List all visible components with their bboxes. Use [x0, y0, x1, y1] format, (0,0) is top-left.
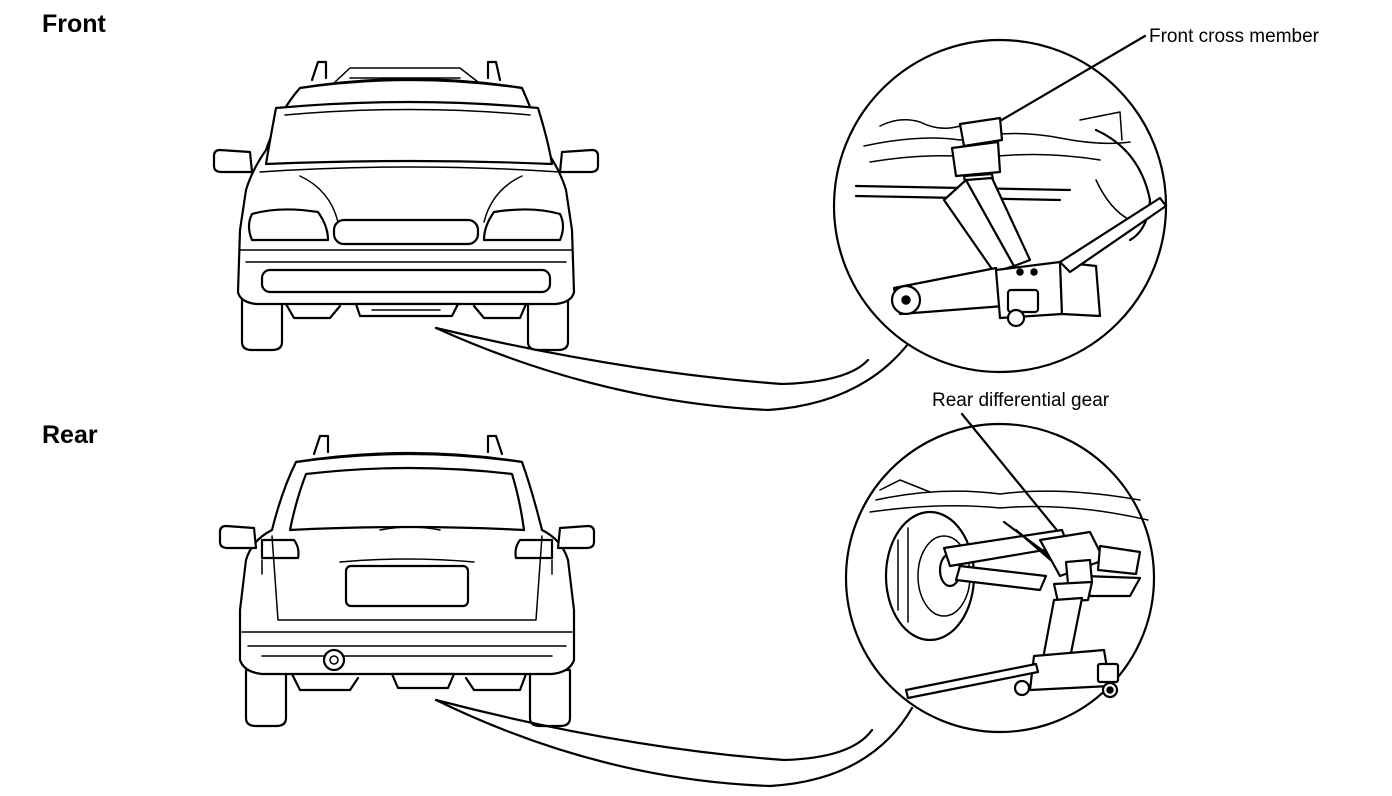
- front-vehicle-illustration: [212, 60, 600, 352]
- rear-vehicle-illustration: [218, 434, 596, 728]
- front-leader-line: [986, 34, 1147, 130]
- rear-connector-line: [434, 698, 914, 788]
- rear-differential-gear-label: Rear differential gear: [932, 390, 1110, 411]
- rear-jack-detail: [844, 412, 1156, 734]
- front-jack-detail: [832, 34, 1168, 374]
- rear-section-title: Rear: [42, 421, 98, 449]
- front-connector-line-inner: [434, 326, 870, 386]
- front-cross-member-label: Front cross member: [1149, 26, 1319, 47]
- rear-connector-line-inner: [434, 698, 874, 762]
- front-section-title: Front: [42, 10, 106, 38]
- front-connector-line: [434, 326, 910, 412]
